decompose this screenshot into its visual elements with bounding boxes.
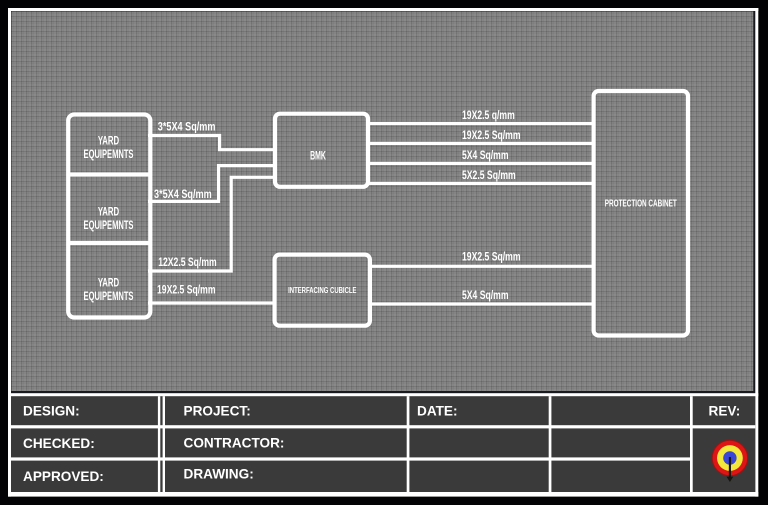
svg-text:YARD: YARD [98,206,119,219]
svg-text:5X4 Sq/mm: 5X4 Sq/mm [462,290,509,303]
svg-text:5X4 Sq/mm: 5X4 Sq/mm [462,150,509,163]
svg-text:5X2.5 Sq/mm: 5X2.5 Sq/mm [462,170,516,183]
svg-text:3*5X4 Sq/mm: 3*5X4 Sq/mm [158,120,216,134]
svg-text:INTERFACING CUBICLE: INTERFACING CUBICLE [288,285,356,295]
svg-text:DRAWING:: DRAWING: [184,467,254,482]
svg-text:DESIGN:: DESIGN: [23,404,80,419]
svg-text:YARD: YARD [98,135,119,148]
svg-text:19X2.5 Sq/mm: 19X2.5 Sq/mm [157,284,215,297]
svg-text:PROJECT:: PROJECT: [184,404,251,419]
svg-text:12X2.5 Sq/mm: 12X2.5 Sq/mm [158,257,216,270]
svg-text:3*5X4 Sq/mm: 3*5X4 Sq/mm [154,188,212,202]
svg-text:REV:: REV: [709,404,741,419]
svg-text:YARD: YARD [98,277,119,290]
svg-text:APPROVED:: APPROVED: [23,469,104,484]
svg-text:EQUIPEMNTS: EQUIPEMNTS [84,219,134,232]
svg-text:CHECKED:: CHECKED: [23,436,95,451]
svg-text:19X2.5 q/mm: 19X2.5 q/mm [462,110,515,123]
svg-text:19X2.5 Sq/mm: 19X2.5 Sq/mm [462,251,520,264]
svg-text:EQUIPEMNTS: EQUIPEMNTS [84,290,134,303]
svg-text:DATE:: DATE: [417,404,458,419]
svg-text:19X2.5 Sq/mm: 19X2.5 Sq/mm [462,130,520,143]
svg-text:PROTECTION CABINET: PROTECTION CABINET [605,197,678,209]
svg-text:EQUIPEMNTS: EQUIPEMNTS [84,148,134,161]
svg-text:CONTRACTOR:: CONTRACTOR: [184,435,285,450]
svg-text:BMK: BMK [310,150,326,163]
